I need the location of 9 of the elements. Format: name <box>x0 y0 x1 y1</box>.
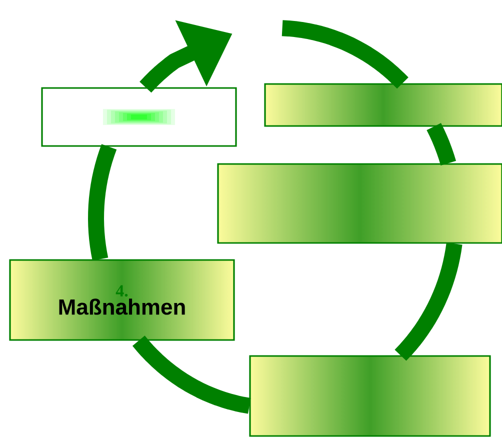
cycle-line <box>88 144 117 261</box>
empty-box <box>264 83 502 127</box>
cycle-line <box>132 336 251 414</box>
empty-box <box>249 355 491 437</box>
text-box: 4. Maßnahmen <box>9 259 235 341</box>
cycle-line <box>426 123 456 166</box>
cycle-line <box>280 20 408 89</box>
cycle-line <box>394 242 462 361</box>
empty-box <box>217 163 502 244</box>
